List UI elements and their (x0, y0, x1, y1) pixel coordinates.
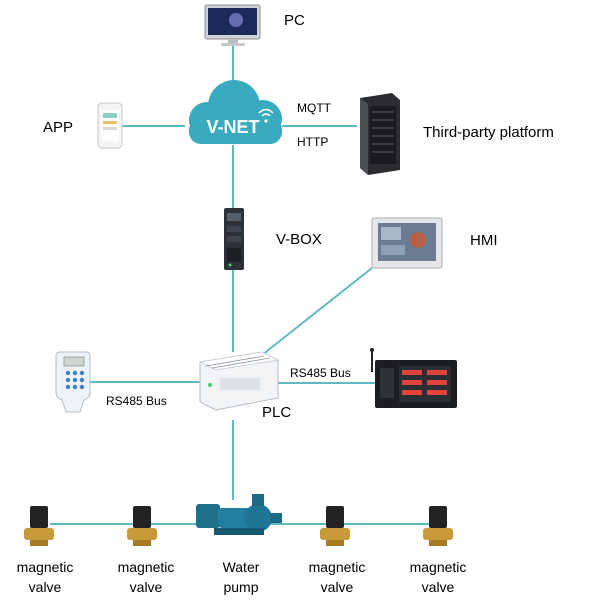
solenoid-valve-icon (24, 506, 54, 546)
water-pump-icon (196, 494, 282, 535)
third-party-label: Third-party platform (423, 124, 554, 141)
caption-line-1: magnetic (308, 559, 366, 575)
cloud-label: V-NET (206, 117, 259, 137)
smartphone-icon (97, 102, 123, 149)
plc-label: PLC (262, 404, 292, 421)
plc-unit-icon (198, 351, 280, 411)
solenoid-valve-icon (423, 506, 453, 546)
caption-line-2: pump (223, 579, 259, 595)
caption-line-2: valve (421, 579, 455, 595)
caption-line-1: Water (222, 559, 260, 575)
solenoid-valve-icon (127, 506, 157, 546)
wireless-display-icon (370, 348, 457, 408)
rs485-right-label: RS485 Bus (290, 366, 351, 380)
gateway-device-icon (224, 208, 244, 270)
device-caption-pump: Water pump (198, 557, 284, 597)
caption-line-1: magnetic (117, 559, 175, 575)
caption-line-1: magnetic (16, 559, 74, 575)
cloud-icon: V-NET (189, 80, 282, 144)
line-hmi-plc (261, 267, 373, 356)
caption-line-2: valve (129, 579, 163, 595)
http-label: HTTP (297, 135, 329, 149)
mqtt-label: MQTT (297, 101, 331, 115)
app-label: APP (43, 119, 74, 136)
touch-panel-icon (371, 217, 443, 269)
monitor-icon (204, 4, 261, 46)
caption-line-2: valve (28, 579, 62, 595)
device-caption-valve-2: magnetic valve (103, 557, 189, 597)
vbox-label: V-BOX (276, 231, 322, 248)
caption-line-1: magnetic (409, 559, 467, 575)
server-rack-icon (360, 93, 400, 175)
handheld-meter-icon (55, 351, 91, 413)
device-caption-valve-1: magnetic valve (2, 557, 88, 597)
rs485-left-label: RS485 Bus (106, 394, 167, 408)
caption-line-2: valve (320, 579, 354, 595)
solenoid-valve-icon (320, 506, 350, 546)
device-caption-valve-4: magnetic valve (395, 557, 481, 597)
pc-label: PC (284, 12, 305, 29)
hmi-label: HMI (470, 232, 498, 249)
device-caption-valve-3: magnetic valve (294, 557, 380, 597)
